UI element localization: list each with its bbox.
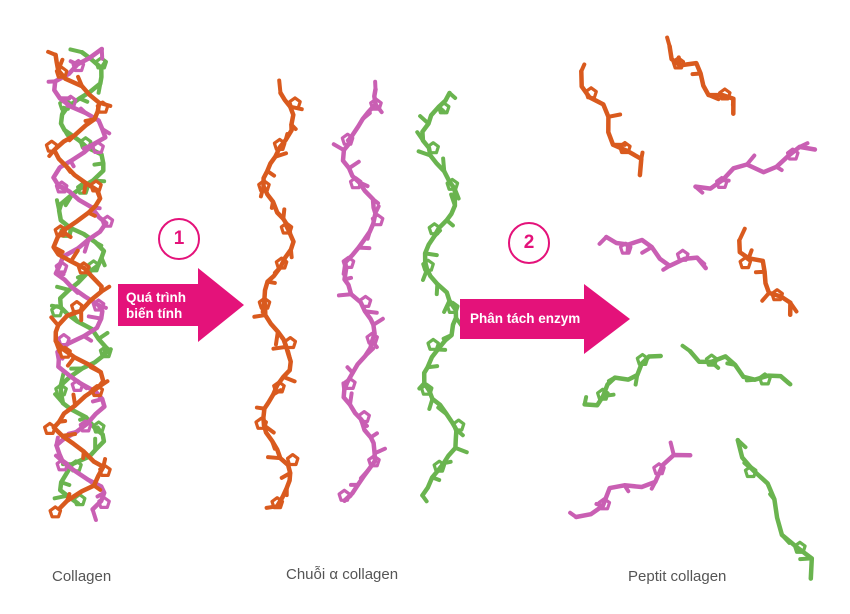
peptide-pink-3 <box>568 440 693 520</box>
alpha-chain-orange <box>252 78 304 510</box>
peptide-green-1 <box>582 352 663 408</box>
peptide-pink-1 <box>693 141 818 195</box>
denaturation-label: Quá trình biến tính <box>126 290 186 322</box>
alpha-chain-pink <box>331 79 387 503</box>
peptide-green-2 <box>680 343 793 387</box>
peptide-pink-2 <box>597 234 708 272</box>
helix-strand-orange <box>42 49 113 519</box>
peptide-orange-2 <box>665 35 736 116</box>
caption-collagen: Collagen <box>52 568 112 585</box>
step-2-badge: 2 <box>508 222 550 264</box>
step-1-badge: 1 <box>158 218 200 260</box>
collagen-triple-helix <box>42 46 115 523</box>
enzymatic-label: Phân tách enzym <box>470 311 581 326</box>
peptide-orange-1 <box>579 62 645 178</box>
arrow-enzymatic <box>460 284 630 354</box>
alpha-chain-green <box>415 90 469 504</box>
denaturation-label-line1: Quá trình <box>126 290 186 305</box>
caption-peptide: Peptit collagen <box>628 568 727 585</box>
arrow-denaturation <box>118 268 244 342</box>
peptide-green-3 <box>735 437 815 581</box>
peptide-fragments-group <box>568 35 818 581</box>
caption-alpha-chain: Chuỗi α collagen <box>286 566 399 583</box>
alpha-chains-group <box>252 78 469 510</box>
peptide-orange-3 <box>737 226 799 318</box>
denaturation-label-line2: biến tính <box>126 306 183 321</box>
